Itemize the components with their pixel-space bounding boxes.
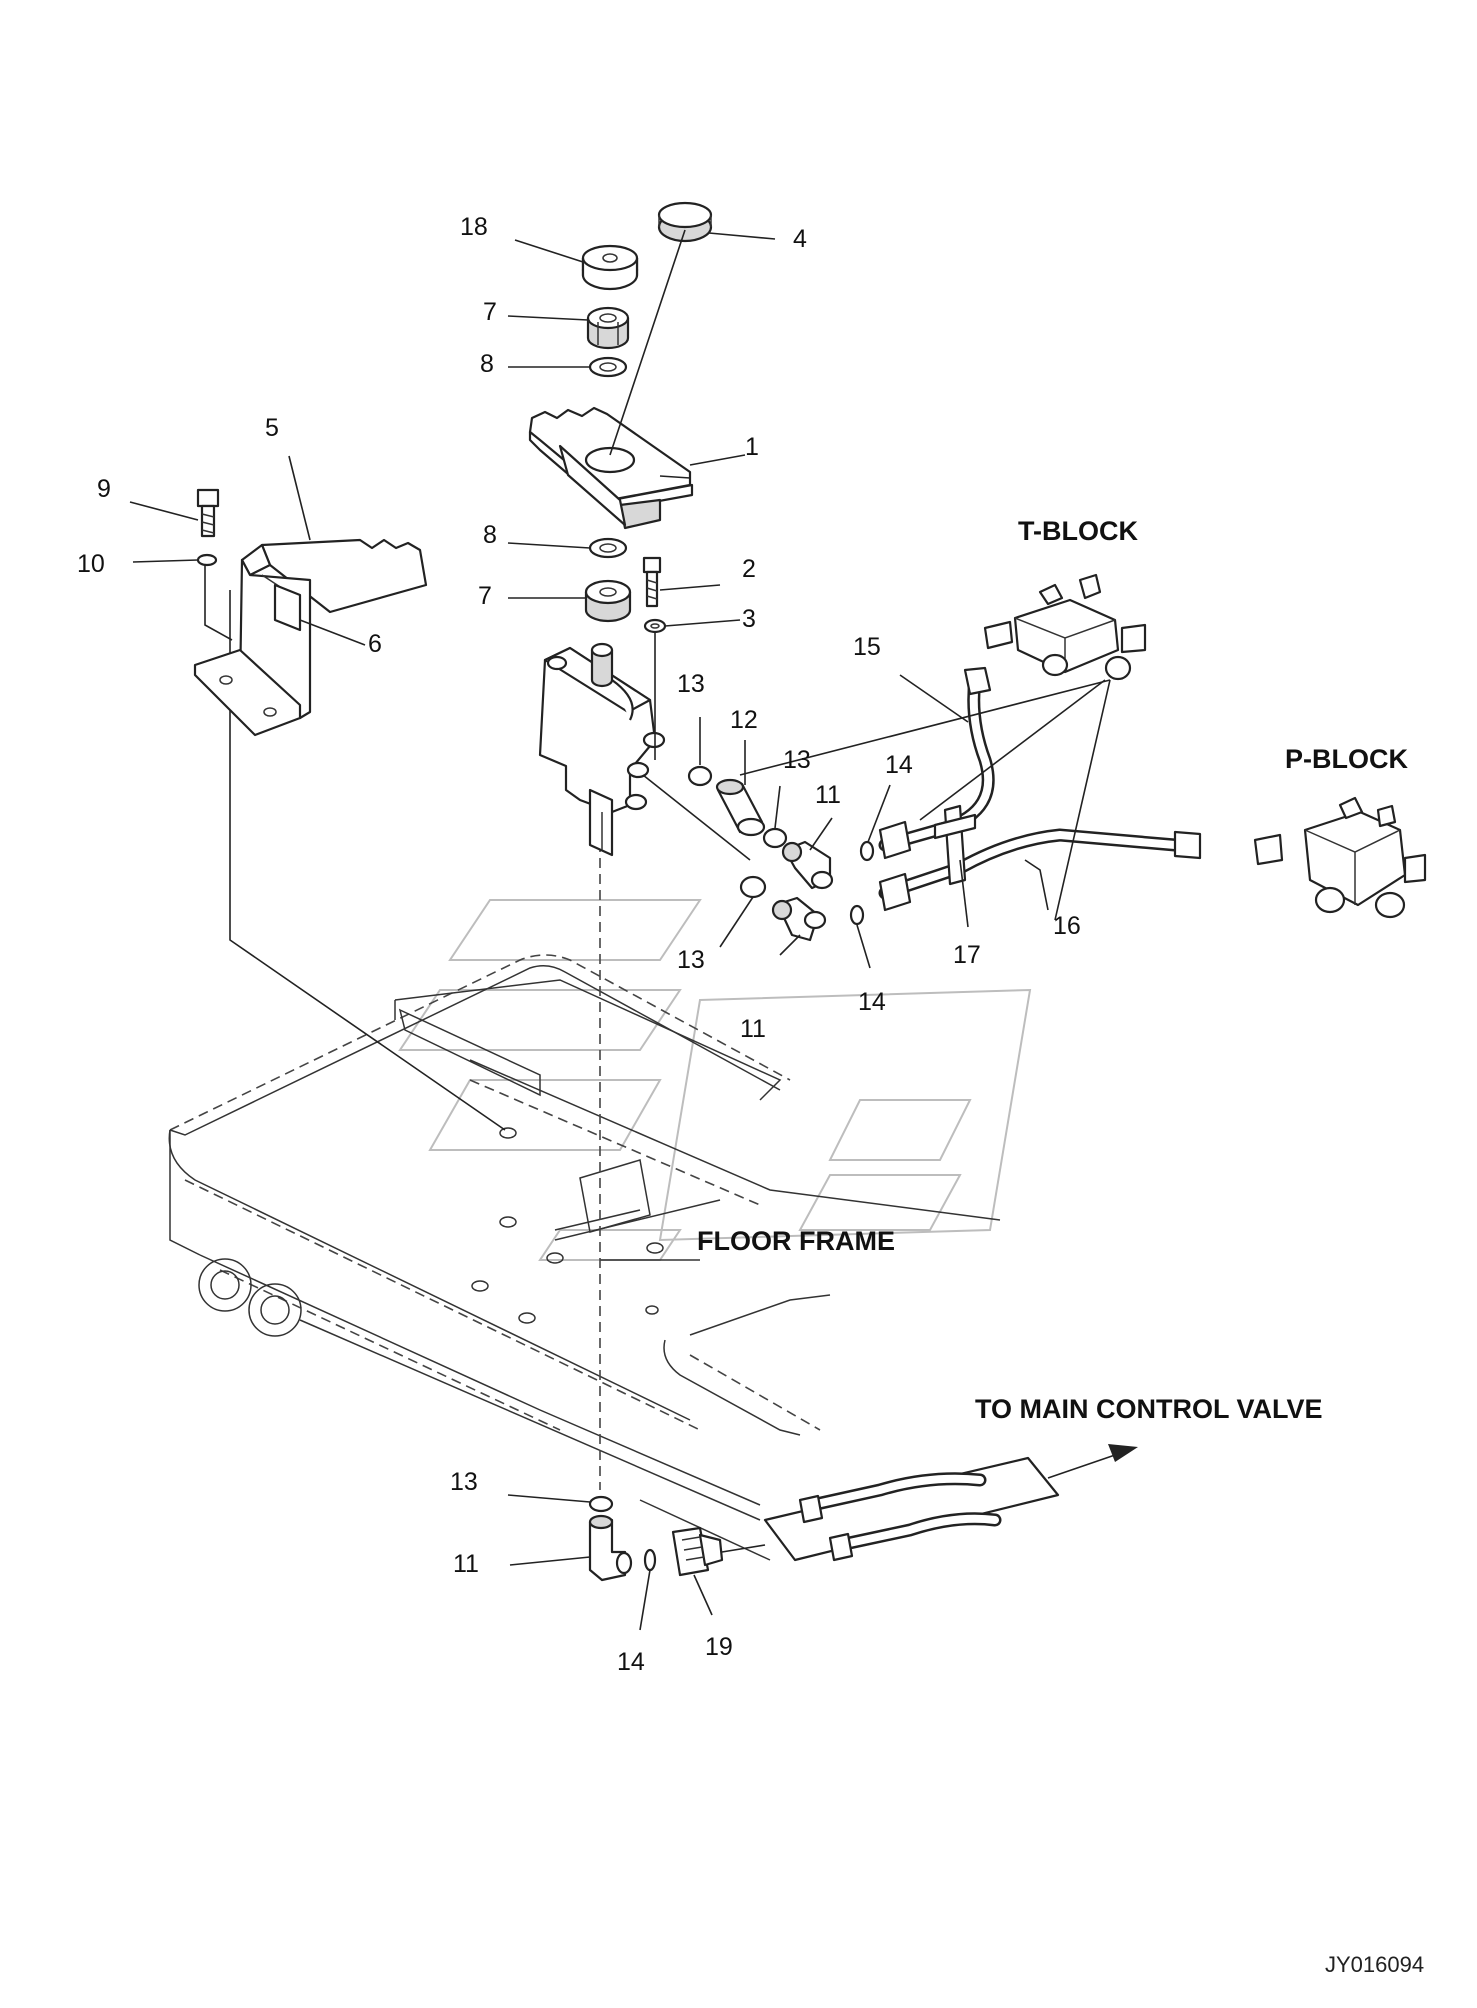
fitting-part-19 (671, 1526, 724, 1577)
callout-18: 18 (460, 213, 488, 241)
callout-5: 5 (265, 414, 279, 442)
callout-11-b: 11 (740, 1015, 766, 1043)
cap-part-18 (581, 244, 639, 291)
floor-frame-drawing (168, 954, 1001, 1561)
callout-19: 19 (705, 1633, 733, 1661)
p-block-drawing (1253, 796, 1427, 919)
callout-1: 1 (745, 433, 759, 461)
o-rings-part-13 (588, 765, 788, 1513)
watermark-logo (398, 899, 1032, 1261)
callout-17: 17 (953, 941, 981, 969)
boot-part-4 (657, 201, 713, 243)
label-part-6 (273, 583, 302, 632)
callout-13-c: 13 (677, 946, 705, 974)
callout-8-lower: 8 (483, 521, 497, 549)
pedal-part-1 (528, 406, 694, 530)
callout-8: 8 (480, 350, 494, 378)
callout-14: 14 (885, 751, 913, 779)
callout-labels: 18 4 7 8 5 1 9 10 8 2 7 6 3 15 13 12 13 … (77, 213, 1081, 1676)
caption-to-main-control-valve: TO MAIN CONTROL VALVE (975, 1394, 1323, 1424)
callout-13: 13 (677, 670, 705, 698)
bolt-part-9 (196, 488, 220, 538)
mount-line-2 (204, 560, 233, 641)
nut-part-7-upper (586, 306, 630, 350)
callout-14-c: 14 (617, 1648, 645, 1676)
bolt-part-2 (642, 556, 662, 608)
callout-7-lower: 7 (478, 582, 492, 610)
leader-lines (129, 229, 1111, 1631)
elbows-part-11 (588, 840, 834, 1582)
callout-16: 16 (1053, 912, 1081, 940)
pilot-valve (538, 642, 666, 857)
washer-part-8-upper (588, 356, 628, 378)
caption-p-block: P-BLOCK (1285, 744, 1408, 774)
caption-t-block: T-BLOCK (1018, 516, 1138, 546)
callout-12: 12 (730, 706, 758, 734)
adapter-part-12 (715, 778, 766, 837)
caption-floor-frame: FLOOR FRAME (697, 1226, 895, 1256)
washer-part-3 (643, 618, 667, 634)
nut-part-7-lower (584, 579, 632, 623)
callout-2: 2 (742, 555, 756, 583)
callout-13-b: 13 (783, 746, 811, 774)
callout-14-b: 14 (858, 988, 886, 1016)
callout-4: 4 (793, 225, 807, 253)
assembly-captions: T-BLOCK P-BLOCK FLOOR FRAME TO MAIN CONT… (697, 516, 1408, 1424)
callout-6: 6 (368, 630, 382, 658)
callout-3: 3 (742, 605, 756, 633)
washer-part-10 (196, 553, 218, 567)
callout-10: 10 (77, 550, 105, 578)
hose-to-main-control-valve (721, 1444, 1138, 1562)
t-block-drawing (983, 573, 1147, 681)
callout-13-d: 13 (450, 1468, 478, 1496)
callout-11: 11 (815, 781, 841, 809)
o-rings-part-14 (643, 840, 875, 1572)
callout-9: 9 (97, 475, 111, 503)
drawing-id: JY016094 (1325, 1952, 1424, 1977)
callout-11-c: 11 (453, 1550, 479, 1578)
washer-part-8-lower (588, 537, 628, 559)
callout-7: 7 (483, 298, 497, 326)
callout-15: 15 (853, 633, 881, 661)
